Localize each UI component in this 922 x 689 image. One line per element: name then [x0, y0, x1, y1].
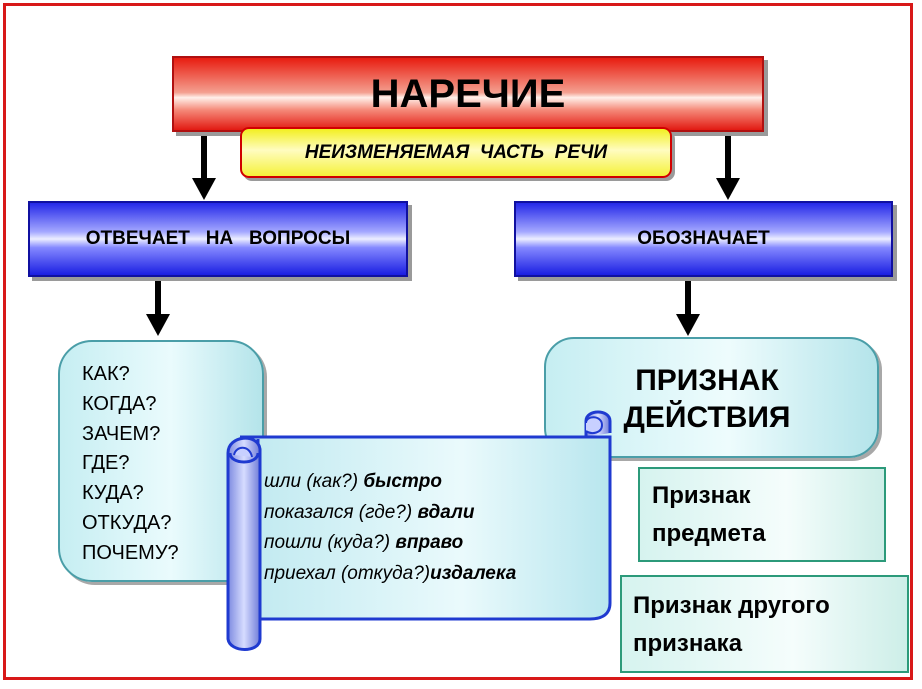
outer-frame — [3, 3, 913, 680]
example-adverb: быстро — [363, 471, 443, 492]
examples-text: шли (как?) быстро показался (где?) вдали… — [264, 467, 624, 589]
sign-other-box: Признак другого признака — [620, 575, 909, 673]
example-adverb: вдали — [417, 501, 475, 523]
example-plain: пошли (куда?) — [264, 532, 396, 553]
example-adverb: издалека — [430, 562, 517, 584]
example-plain: приехал (откуда?) — [264, 562, 431, 584]
right-header-box: ОБОЗНАЧАЕТ — [514, 201, 893, 277]
arrow-right-to-sign — [676, 278, 700, 336]
arrow-title-to-right — [716, 130, 740, 200]
sign-object-line: предмета — [652, 520, 766, 547]
right-header-text: ОБОЗНАЧАЕТ — [637, 228, 770, 249]
sign-action-text: ПРИЗНАК ДЕЙСТВИЯ — [582, 362, 832, 436]
question-item: ОТКУДА? — [82, 511, 172, 534]
left-header-text: ОТВЕЧАЕТ НА ВОПРОСЫ — [85, 228, 351, 249]
example-adverb: вправо — [395, 532, 464, 553]
subtitle-text: НЕИЗМЕНЯЕМАЯ ЧАСТЬ РЕЧИ — [304, 141, 608, 163]
examples-scroll — [226, 410, 612, 651]
example-line: шли (как?) быстро — [264, 467, 624, 498]
question-item: КОГДА? — [82, 392, 157, 415]
left-header-box: ОТВЕЧАЕТ НА ВОПРОСЫ — [28, 201, 408, 277]
title-text: НАРЕЧИЕ — [370, 71, 566, 116]
question-item: ГДЕ? — [82, 452, 130, 475]
example-line: пошли (куда?) вправо — [264, 528, 624, 559]
question-item: ПОЧЕМУ? — [82, 541, 179, 564]
sign-object-line: Признак — [652, 482, 751, 509]
example-line: приехал (откуда?)издалека — [264, 559, 624, 590]
question-item: КУДА? — [82, 482, 144, 505]
sign-action-line: ПРИЗНАК — [635, 364, 779, 397]
example-line: показался (где?) вдали — [264, 498, 624, 529]
sign-action-line: ДЕЙСТВИЯ — [623, 401, 791, 434]
title-box: НАРЕЧИЕ — [172, 56, 764, 132]
example-plain: показался (где?) — [264, 501, 418, 523]
sign-other-line: Признак другого — [633, 592, 830, 619]
arrow-title-to-left — [192, 130, 216, 200]
sign-other-line: признака — [633, 630, 743, 657]
example-plain: шли (как?) — [264, 471, 364, 492]
subtitle-box: НЕИЗМЕНЯЕМАЯ ЧАСТЬ РЕЧИ — [240, 127, 672, 178]
arrow-left-to-questions — [146, 278, 170, 336]
question-item: КАК? — [82, 363, 130, 385]
sign-object-box: Признак предмета — [638, 467, 886, 562]
question-item: ЗАЧЕМ? — [82, 422, 161, 445]
